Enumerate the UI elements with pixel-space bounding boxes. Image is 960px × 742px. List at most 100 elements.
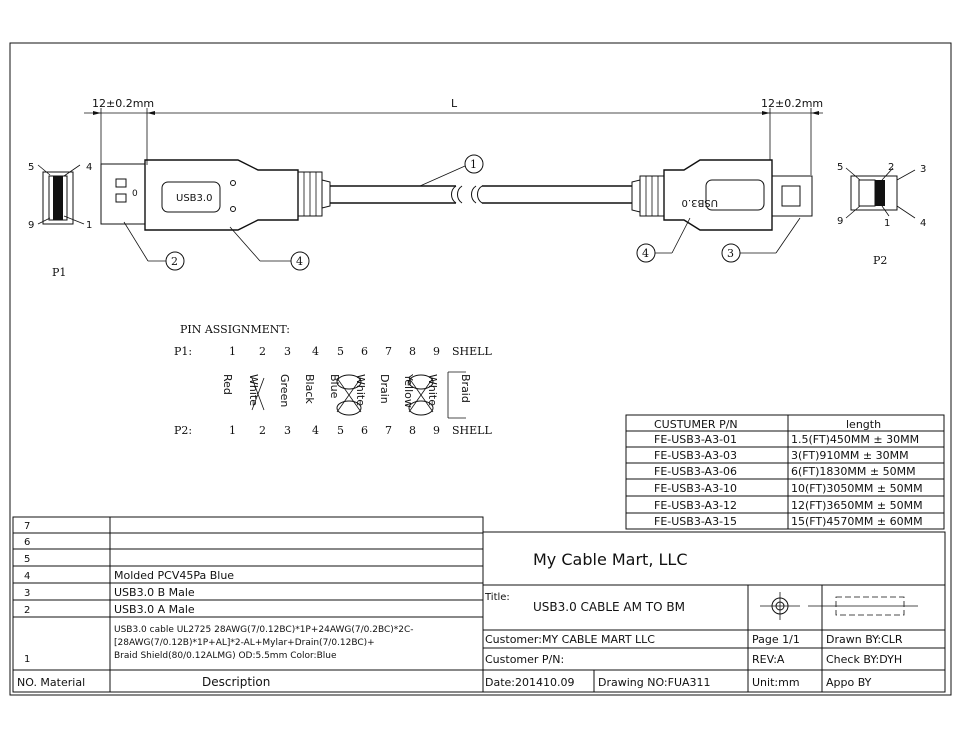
p2-pin-4: 4 [920, 218, 926, 229]
wire-color-2: White [247, 374, 260, 406]
pin-p1-7: 7 [385, 345, 392, 358]
callout-4b: 4 [642, 247, 649, 260]
pin-p1-9: 9 [433, 345, 440, 358]
drawing-number: Drawing NO:FUA311 [598, 676, 711, 689]
wire-color-10: Braid [459, 374, 472, 403]
pin-p2-9: 9 [433, 424, 440, 437]
callout-3: 3 [727, 247, 734, 260]
wire-color-3: Green [278, 374, 291, 407]
p2-usb-b-plug [631, 159, 813, 231]
pin-p2-10: SHELL [452, 424, 492, 437]
bom-header-desc: Description [202, 675, 270, 689]
pin-assignment-p1-label: P1: [174, 345, 192, 358]
pin-p1-10: SHELL [452, 345, 492, 358]
pin-p1-4: 4 [312, 345, 319, 358]
bom-row-desc-line: USB3.0 cable UL2725 28AWG(7/0.12BC)*1P+2… [114, 625, 414, 635]
callout-4a: 4 [296, 255, 303, 268]
length-row-pn: FE-USB3-A3-01 [654, 433, 737, 446]
bom-row-no: 6 [24, 537, 30, 548]
p1-plug-text: USB3.0 [176, 193, 212, 204]
p2-pin-5: 5 [837, 162, 843, 173]
p2-end-view [845, 167, 916, 219]
pin-p2-6: 6 [361, 424, 368, 437]
pin-p2-7: 7 [385, 424, 392, 437]
bom-row-desc: Molded PCV45Pa Blue [114, 569, 234, 582]
length-row-value: 12(FT)3650MM ± 50MM [791, 499, 923, 512]
pin-p2-4: 4 [312, 424, 319, 437]
bom-row-no: 5 [24, 554, 30, 565]
length-table-header-pn: CUSTUMER P/N [654, 418, 738, 431]
bom-row-no: 2 [24, 605, 30, 616]
wire-color-7: Drain [378, 374, 391, 404]
bom-header-no: NO. Material [17, 676, 85, 689]
length-row-value: 6(FT)1830MM ± 50MM [791, 465, 916, 478]
bom-row-no: 7 [24, 521, 30, 532]
dim-length: L [451, 97, 458, 110]
bom-row-desc: USB3.0 A Male [114, 603, 195, 616]
pin-assignment-title: PIN ASSIGNMENT: [180, 323, 290, 336]
pin-p2-3: 3 [284, 424, 291, 437]
p1-label: P1 [52, 266, 66, 279]
callout-circles [123, 154, 801, 271]
pin-p1-3: 3 [284, 345, 291, 358]
length-row-value: 10(FT)3050MM ± 50MM [791, 482, 923, 495]
p2-pin-1: 1 [884, 218, 890, 229]
drawn-by: Drawn BY:CLR [826, 633, 903, 646]
pin-p1-5: 5 [337, 345, 344, 358]
p1-plug-mark: 0 [132, 189, 138, 199]
unit: Unit:mm [752, 676, 800, 689]
title-block [482, 531, 946, 693]
dim-right-tolerance: 12±0.2mm [761, 97, 823, 110]
wire-color-1: Red [221, 374, 234, 395]
pin-p1-6: 6 [361, 345, 368, 358]
p2-pin-3: 3 [920, 164, 926, 175]
bom-row-desc-line: [28AWG(7/0.12B)*1P+AL]*2-AL+Mylar+Drain(… [114, 638, 375, 648]
p2-plug-text: USB3.0 [682, 197, 718, 208]
wire-color-9: White [426, 374, 439, 406]
p1-pin-4: 4 [86, 162, 92, 173]
pin-p1-1: 1 [229, 345, 236, 358]
length-row-value: 3(FT)910MM ± 30MM [791, 449, 909, 462]
p1-usb-a-plug [100, 159, 331, 231]
pin-assignment-p2-label: P2: [174, 424, 192, 437]
projection-symbol-icon [760, 592, 918, 620]
page-number: Page 1/1 [752, 633, 800, 646]
wire-crossings [251, 371, 466, 419]
drawing-date: Date:201410.09 [485, 676, 574, 689]
title-label: Title: [484, 592, 510, 603]
bom-table [12, 516, 484, 693]
length-row-pn: FE-USB3-A3-15 [654, 515, 737, 528]
bom-row-no: 1 [24, 654, 30, 665]
title-value: USB3.0 CABLE AM TO BM [533, 600, 685, 614]
pin-p1-8: 8 [409, 345, 416, 358]
callout-1: 1 [470, 158, 477, 171]
p2-label: P2 [873, 254, 887, 267]
p1-end-view [37, 164, 85, 225]
customer-pn: Customer P/N: [485, 653, 564, 666]
bom-row-desc-line: Braid Shield(80/0.12ALMG) OD:5.5mm Color… [114, 651, 337, 661]
customer-name: Customer:MY CABLE MART LLC [485, 633, 655, 646]
pin-p2-5: 5 [337, 424, 344, 437]
wire-color-4: Black [303, 374, 316, 404]
length-row-value: 15(FT)4570MM ± 60MM [791, 515, 923, 528]
p2-pin-9: 9 [837, 216, 843, 227]
length-row-pn: FE-USB3-A3-03 [654, 449, 737, 462]
cable [330, 185, 632, 204]
wire-color-6: White [354, 374, 367, 406]
revision: REV:A [752, 653, 785, 666]
length-row-pn: FE-USB3-A3-12 [654, 499, 737, 512]
bom-row-desc: USB3.0 B Male [114, 586, 195, 599]
sheet-border [9, 42, 952, 696]
pin-p2-2: 2 [259, 424, 266, 437]
dim-left-tolerance: 12±0.2mm [92, 97, 154, 110]
bom-row-no: 3 [24, 588, 30, 599]
length-table [625, 414, 945, 530]
p1-pin-9: 9 [28, 220, 34, 231]
company-name: My Cable Mart, LLC [533, 550, 688, 569]
